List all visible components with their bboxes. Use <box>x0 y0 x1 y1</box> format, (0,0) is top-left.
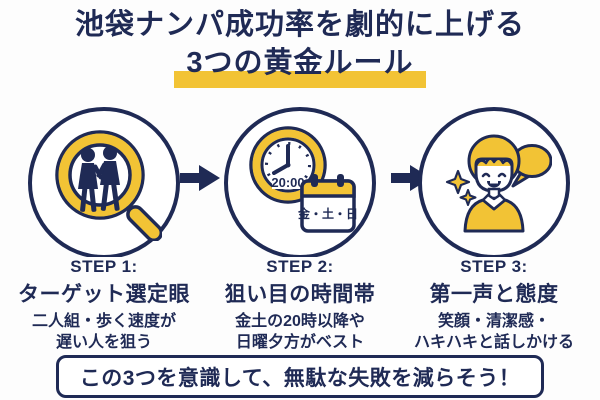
title-line1: 池袋ナンパ成功率を劇的に上げる <box>74 9 525 41</box>
smiling-man-speech-bubble-icon <box>445 134 552 233</box>
step-2-description: 金土の20時以降や 日曜夕方がベスト <box>204 312 396 354</box>
calendar-icon: 金・土・日 <box>297 174 358 233</box>
step-3-circle <box>418 107 570 259</box>
step-3-label: STEP 3: <box>450 257 538 277</box>
step-1-circle <box>28 107 180 259</box>
step-3-column: STEP 3: 第一声と態度 笑顔・清潔感・ ハキハキと話しかける <box>398 107 590 354</box>
summary-banner-text: この3つを意識して、無駄な失敗を減らそう！ <box>79 366 521 390</box>
step-1-heading: ターゲット選定眼 <box>18 283 190 306</box>
step-2-desc-line2: 日曜夕方がベスト <box>235 333 365 351</box>
step-2-column: 20:00 金・土・日 STEP 2: 狙い目の時間帯 金土の20時以降や 日曜… <box>204 107 396 354</box>
right-arrow-icon <box>391 165 431 191</box>
sparkle-icon <box>445 169 477 206</box>
step-2-label: STEP 2: <box>256 257 344 277</box>
summary-banner: この3つを意識して、無駄な失敗を減らそう！ <box>56 355 544 398</box>
step-1-label: STEP 1: <box>60 257 148 277</box>
step-3-desc-line1: 笑顔・清潔感・ <box>437 313 550 330</box>
step-2-heading: 狙い目の時間帯 <box>224 283 376 306</box>
step-3-heading: 第一声と態度 <box>429 283 559 306</box>
clock-time-text: 20:00 <box>271 175 304 190</box>
step-1-desc-line2: 遅い人を狙う <box>55 333 152 351</box>
two-women-silhouettes <box>78 146 120 212</box>
step-2-desc-line1: 金土の20時以降や <box>235 313 365 330</box>
clock-calendar-icon: 20:00 金・土・日 <box>249 126 358 233</box>
title-line2-highlighted: 3つの黄金ルール <box>174 44 426 89</box>
smiling-man <box>463 134 525 233</box>
page-title: 池袋ナンパ成功率を劇的に上げる 3つの黄金ルール <box>0 7 600 89</box>
step-1-column: STEP 1: ターゲット選定眼 二人組・歩く速度が 遅い人を狙う <box>8 107 200 354</box>
magnifier-two-people-icon <box>55 130 162 241</box>
step-3-desc-line2: ハキハキと話しかける <box>413 333 574 351</box>
step-3-description: 笑顔・清潔感・ ハキハキと話しかける <box>398 312 590 354</box>
step-1-desc-line1: 二人組・歩く速度が <box>31 313 176 330</box>
step-2-circle: 20:00 金・土・日 <box>224 107 376 259</box>
speech-bubble-icon <box>511 144 552 188</box>
step-1-description: 二人組・歩く速度が 遅い人を狙う <box>8 312 200 354</box>
calendar-days-text: 金・土・日 <box>297 206 358 221</box>
right-arrow-icon <box>180 165 220 191</box>
